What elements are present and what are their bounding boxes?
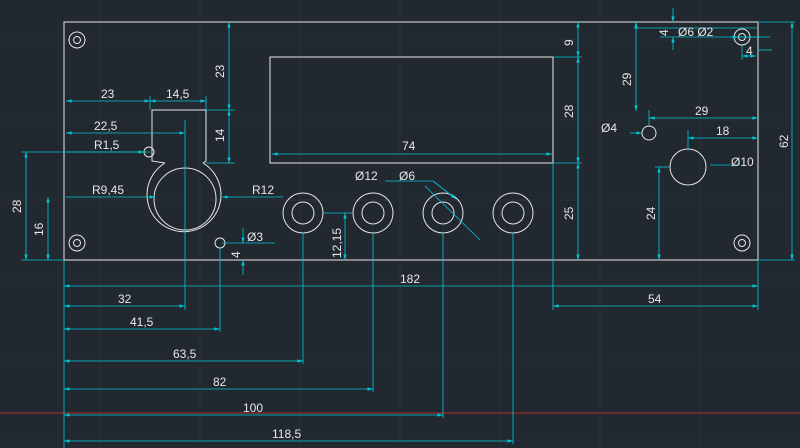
dim-r12: R12 xyxy=(252,183,274,197)
dim-14-5: 14,5 xyxy=(166,87,190,101)
display-window xyxy=(269,56,554,164)
dim-12-15: 12,15 xyxy=(330,228,344,258)
connector-tab xyxy=(151,109,207,164)
dim-d6-d2: Ø6 Ø2 xyxy=(678,25,714,39)
dim-62: 62 xyxy=(777,134,791,148)
dim-9: 9 xyxy=(562,39,576,46)
knob-hole-4-outer xyxy=(492,192,534,234)
dim-4-top: 4 xyxy=(657,29,671,36)
dim-29-vertical: 29 xyxy=(620,72,634,86)
dim-14-vertical: 14 xyxy=(213,128,227,142)
knob-hole-3-outer xyxy=(422,192,464,234)
knob-hole-1-outer xyxy=(282,192,324,234)
dim-18: 18 xyxy=(716,124,730,138)
hole-d10 xyxy=(669,148,707,186)
panel-geometry xyxy=(63,21,759,261)
dim-28-left: 28 xyxy=(10,199,24,213)
hole-d4 xyxy=(641,125,657,141)
dim-d4: Ø4 xyxy=(601,121,617,135)
dim-28-right: 28 xyxy=(562,104,576,118)
corner-hole-bl xyxy=(68,234,86,252)
connector-ring-outer xyxy=(146,162,222,233)
dim-d12: Ø12 xyxy=(355,169,378,183)
dim-74: 74 xyxy=(402,139,416,153)
dim-182: 182 xyxy=(400,272,420,286)
dim-100: 100 xyxy=(243,401,263,415)
dim-25: 25 xyxy=(562,206,576,220)
corner-hole-tl xyxy=(68,31,86,49)
dim-23: 23 xyxy=(101,87,115,101)
dim-r1-5: R1,5 xyxy=(94,138,120,152)
corner-hole-br xyxy=(733,234,751,252)
dim-4-small: 4 xyxy=(229,251,243,258)
dim-63-5: 63,5 xyxy=(173,347,197,361)
dimension-geometry xyxy=(21,8,795,448)
dimension-labels: 23 14,5 22,5 R1,5 R9,45 R12 23 14 28 16 … xyxy=(10,25,791,441)
dim-41-5: 41,5 xyxy=(130,315,154,329)
panel-outline xyxy=(63,21,759,261)
dim-29: 29 xyxy=(695,104,709,118)
dim-d3: Ø3 xyxy=(247,230,263,244)
dim-d10: Ø10 xyxy=(731,155,754,169)
dim-r9-45: R9,45 xyxy=(92,183,124,197)
dim-118-5: 118,5 xyxy=(272,427,301,441)
dim-d6: Ø6 xyxy=(399,169,415,183)
dim-22-5: 22,5 xyxy=(94,119,118,133)
knob-hole-2-outer xyxy=(352,192,394,234)
dim-82: 82 xyxy=(213,375,227,389)
dim-32: 32 xyxy=(118,292,132,306)
dim-16-left: 16 xyxy=(32,222,46,236)
dim-54: 54 xyxy=(648,292,662,306)
dim-4-bracket: 4 xyxy=(746,44,753,58)
dim-23-vertical: 23 xyxy=(213,64,227,78)
dim-24: 24 xyxy=(644,206,658,220)
